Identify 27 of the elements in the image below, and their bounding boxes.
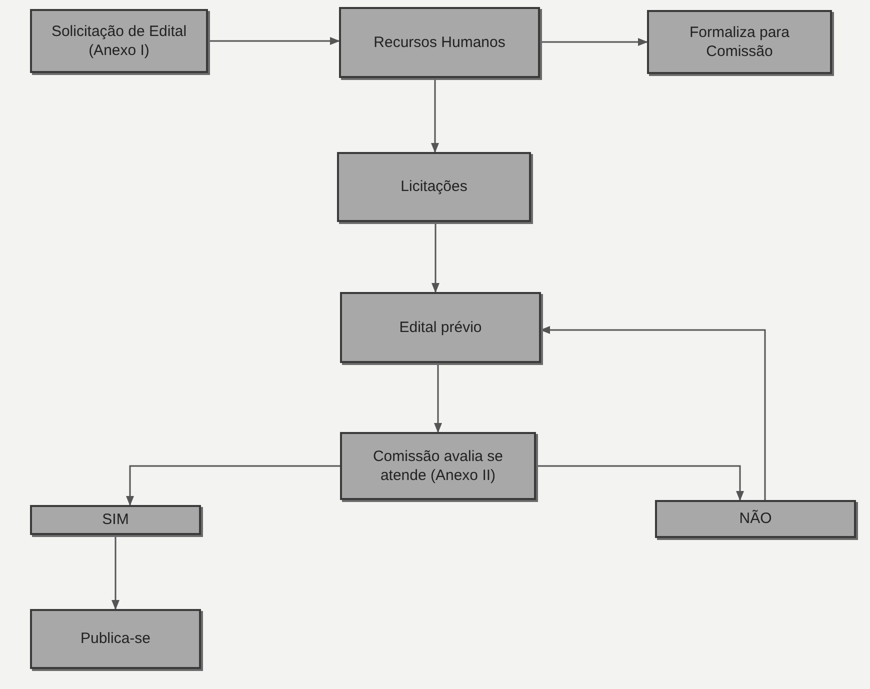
arrow [126, 465, 340, 506]
process-box [340, 292, 541, 363]
box-label: SIM [102, 510, 129, 530]
process-box [30, 609, 201, 669]
arrow [434, 363, 442, 433]
arrow [112, 535, 120, 610]
process-box [30, 9, 208, 73]
arrow [431, 78, 439, 153]
arrow [540, 326, 766, 500]
box-label: Recursos Humanos [374, 32, 506, 52]
box-label: Solicitação de Edital (Anexo I) [50, 22, 188, 60]
arrow [432, 222, 440, 293]
arrow [536, 465, 744, 501]
process-box [340, 432, 536, 500]
box-label: Licitações [400, 177, 468, 197]
box-label: NÃO [739, 509, 772, 529]
process-box [339, 7, 540, 78]
box-label: Comissão avalia se atende (Anexo II) [372, 446, 504, 486]
box-label: Formaliza para Comissão [688, 22, 791, 62]
process-box [647, 10, 832, 74]
process-box [337, 152, 531, 222]
box-label: Publica-se [80, 629, 151, 649]
arrow [540, 38, 648, 46]
arrow [208, 37, 340, 45]
box-label: Edital prévio [399, 318, 482, 338]
process-box [30, 505, 201, 535]
process-box [655, 500, 856, 538]
